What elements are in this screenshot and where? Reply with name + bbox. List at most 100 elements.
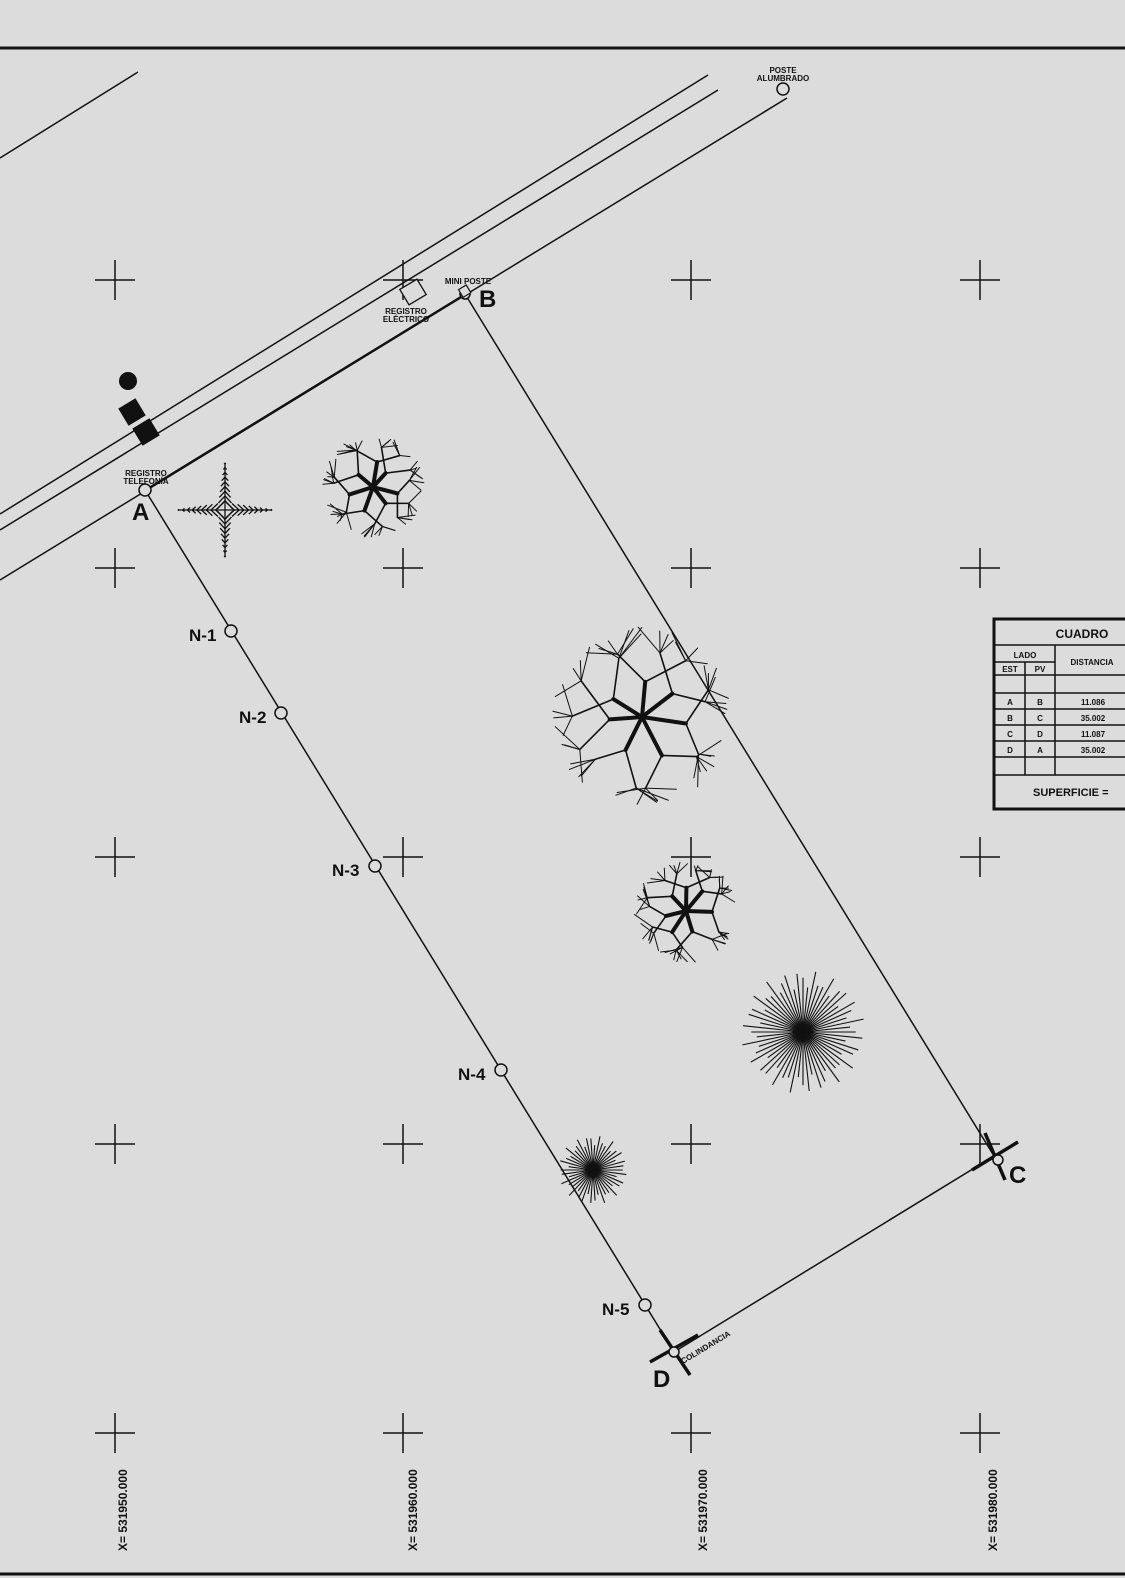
tree-twig <box>555 681 581 697</box>
table-cell-est: C <box>1007 730 1013 739</box>
tree-twig <box>649 927 653 940</box>
tree-twig <box>328 505 347 512</box>
tree-branch <box>569 1170 593 1185</box>
leaf-blade <box>225 477 228 481</box>
tree-twig <box>375 527 383 535</box>
leaf-blade <box>220 487 225 492</box>
tree-branch <box>579 1170 593 1197</box>
tree-branch <box>803 1002 855 1032</box>
node-n5-label: N-5 <box>602 1300 629 1319</box>
leaf-blade <box>223 472 225 475</box>
tree-branch <box>593 1170 623 1183</box>
tree-twig <box>381 445 397 447</box>
node-n1-label: N-1 <box>189 626 216 645</box>
tree-branch <box>686 911 712 912</box>
tree-twig <box>344 444 356 450</box>
tree-branch <box>765 1010 803 1032</box>
tree-branch <box>613 699 642 717</box>
tree-twig <box>555 727 580 750</box>
tree-branch <box>794 990 803 1032</box>
tree-icon <box>742 972 863 1093</box>
tree-branch <box>803 1032 842 1054</box>
tree-branch <box>676 932 692 950</box>
tree-twig <box>696 757 706 771</box>
tree-branch <box>803 1032 836 1068</box>
tree-branch <box>593 1145 595 1170</box>
tree-branch <box>672 932 682 947</box>
leaf-blade <box>187 510 190 512</box>
tree-branch <box>591 1139 593 1170</box>
tree-branch <box>593 1170 606 1194</box>
tree-twig <box>571 759 596 764</box>
tree-branch <box>610 717 642 719</box>
tree-branch <box>777 1032 803 1068</box>
tree-twig <box>409 503 413 515</box>
tree-branch <box>686 878 709 888</box>
tree-branch <box>588 1170 593 1194</box>
colindancia-label: COLINDANCIA <box>679 1329 732 1366</box>
tree-twig <box>638 898 647 900</box>
table-lado-header: LADO <box>1014 651 1037 660</box>
tree-twig <box>328 477 334 478</box>
tree-branch <box>342 511 364 514</box>
tree-branch <box>560 1161 593 1170</box>
tree-branch <box>566 1158 593 1170</box>
table-cell-est: B <box>1007 714 1013 723</box>
registro-telefonia-label-1: REGISTRO <box>125 469 167 478</box>
tree-branch <box>595 750 625 759</box>
tree-branch <box>772 1032 803 1085</box>
tree-twig <box>554 716 573 718</box>
tree-twig <box>696 757 700 772</box>
table-outer-border <box>994 619 1125 809</box>
leaf-blade <box>211 504 218 510</box>
tree-branch <box>660 653 672 694</box>
coord-label-2: X= 531960.000 <box>406 1469 420 1551</box>
tree-branch <box>672 911 686 932</box>
coord-label-1: X= 531950.000 <box>116 1469 130 1551</box>
tree-branch <box>759 1032 803 1046</box>
tree-branch <box>712 912 719 932</box>
leaf-blade <box>197 510 201 514</box>
tree-branch <box>593 1153 622 1170</box>
tree-twig <box>379 527 382 536</box>
tree-branch <box>593 1170 619 1186</box>
table-cell-distancia: 11.086 <box>1081 698 1106 707</box>
tree-branch <box>798 1032 803 1077</box>
node-n2-label: N-2 <box>239 708 266 727</box>
tree-branch <box>781 983 803 1032</box>
tree-twig <box>670 947 682 953</box>
tree-icon <box>560 1136 626 1203</box>
vertex-c-label: C <box>1009 1162 1026 1189</box>
tree-branch <box>803 1027 850 1032</box>
tree-twig <box>722 876 723 894</box>
leaf-blade <box>225 556 226 557</box>
tree-branch <box>571 1156 593 1170</box>
tree-twig <box>710 870 712 878</box>
tree-branch <box>803 972 816 1032</box>
tree-branch <box>593 1161 625 1170</box>
tree-branch <box>751 1032 803 1062</box>
tree-twig <box>698 867 710 878</box>
leaf-blade <box>225 528 230 533</box>
registro-electrico-label-2: ELÉCTRICO <box>383 315 429 324</box>
tree-twig <box>670 865 677 873</box>
tree-branch <box>672 896 686 911</box>
vertex-b-label: B <box>479 286 496 313</box>
tree-twig <box>660 641 673 653</box>
leaf-blade <box>211 510 218 516</box>
tree-twig <box>333 511 342 514</box>
tree-branch <box>364 511 382 527</box>
tree-branch <box>642 717 686 723</box>
tree-branch <box>803 1032 825 1071</box>
property-boundary <box>143 292 996 1354</box>
table-cell-distancia: 35.002 <box>1081 746 1106 755</box>
tree-branch <box>381 447 385 473</box>
tree-branch <box>686 723 699 754</box>
tree-twig <box>641 924 654 934</box>
tree-branch <box>803 1032 862 1038</box>
street-line-4 <box>0 98 787 580</box>
tree-twig <box>409 491 422 503</box>
tree-icon <box>323 439 424 537</box>
tree-twig <box>608 641 617 654</box>
tree-branch <box>803 1018 846 1032</box>
